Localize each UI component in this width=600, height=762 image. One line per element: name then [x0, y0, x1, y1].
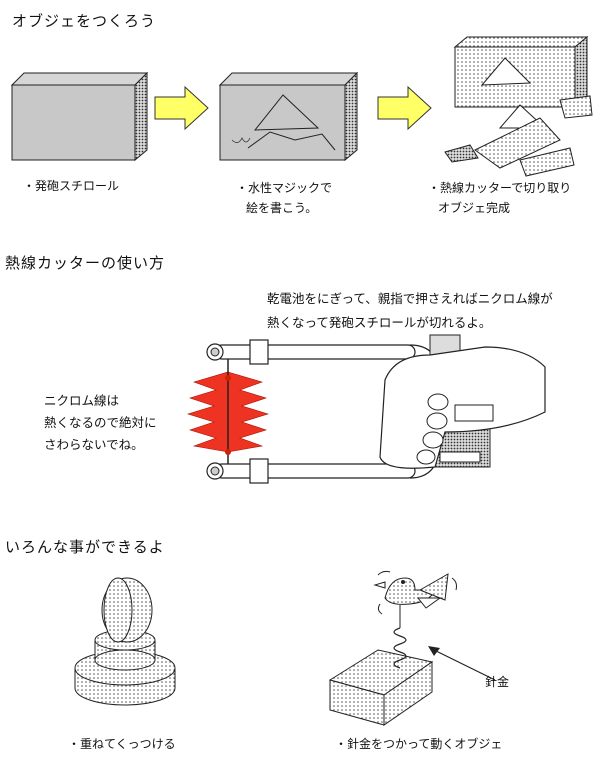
caption-cutter-line1: ・熱線カッターで切り取り: [428, 181, 572, 195]
section2-heading: 熱線カッターの使い方: [5, 254, 166, 272]
arrow-icon: [377, 85, 432, 131]
caption-marker-line1: ・水性マジックで: [236, 181, 333, 195]
warning-line1: ニクロム線は: [44, 393, 120, 408]
hot-wire-cutter-illustration: [186, 334, 546, 484]
instruction-line2: 熱くなって発砲スチロールが切れるよ。: [267, 315, 492, 330]
caption-marker-line2: 絵を書こう。: [246, 201, 318, 215]
warning-line3: さわらないでね。: [44, 437, 144, 452]
label-wire: 針金: [485, 675, 510, 689]
warning-line2: 熱くなるので絶対に: [44, 415, 157, 430]
section1-heading: オブジェをつくろう: [12, 12, 157, 30]
section3-heading: いろんな事ができるよ: [5, 538, 165, 556]
arrow-icon: [154, 85, 209, 131]
caption-cutter-line2: オブジェ完成: [438, 201, 511, 215]
instruction-line1: 乾電池をにぎって、親指で押さえればニクロム線が: [267, 291, 553, 306]
foam-block-illustration: [10, 35, 593, 177]
caption-moving-object: ・針金をつかって動くオブジェ: [335, 737, 503, 751]
caption-stack: ・重ねてくっつける: [68, 737, 176, 751]
caption-foam: ・発砲スチロール: [23, 179, 120, 193]
